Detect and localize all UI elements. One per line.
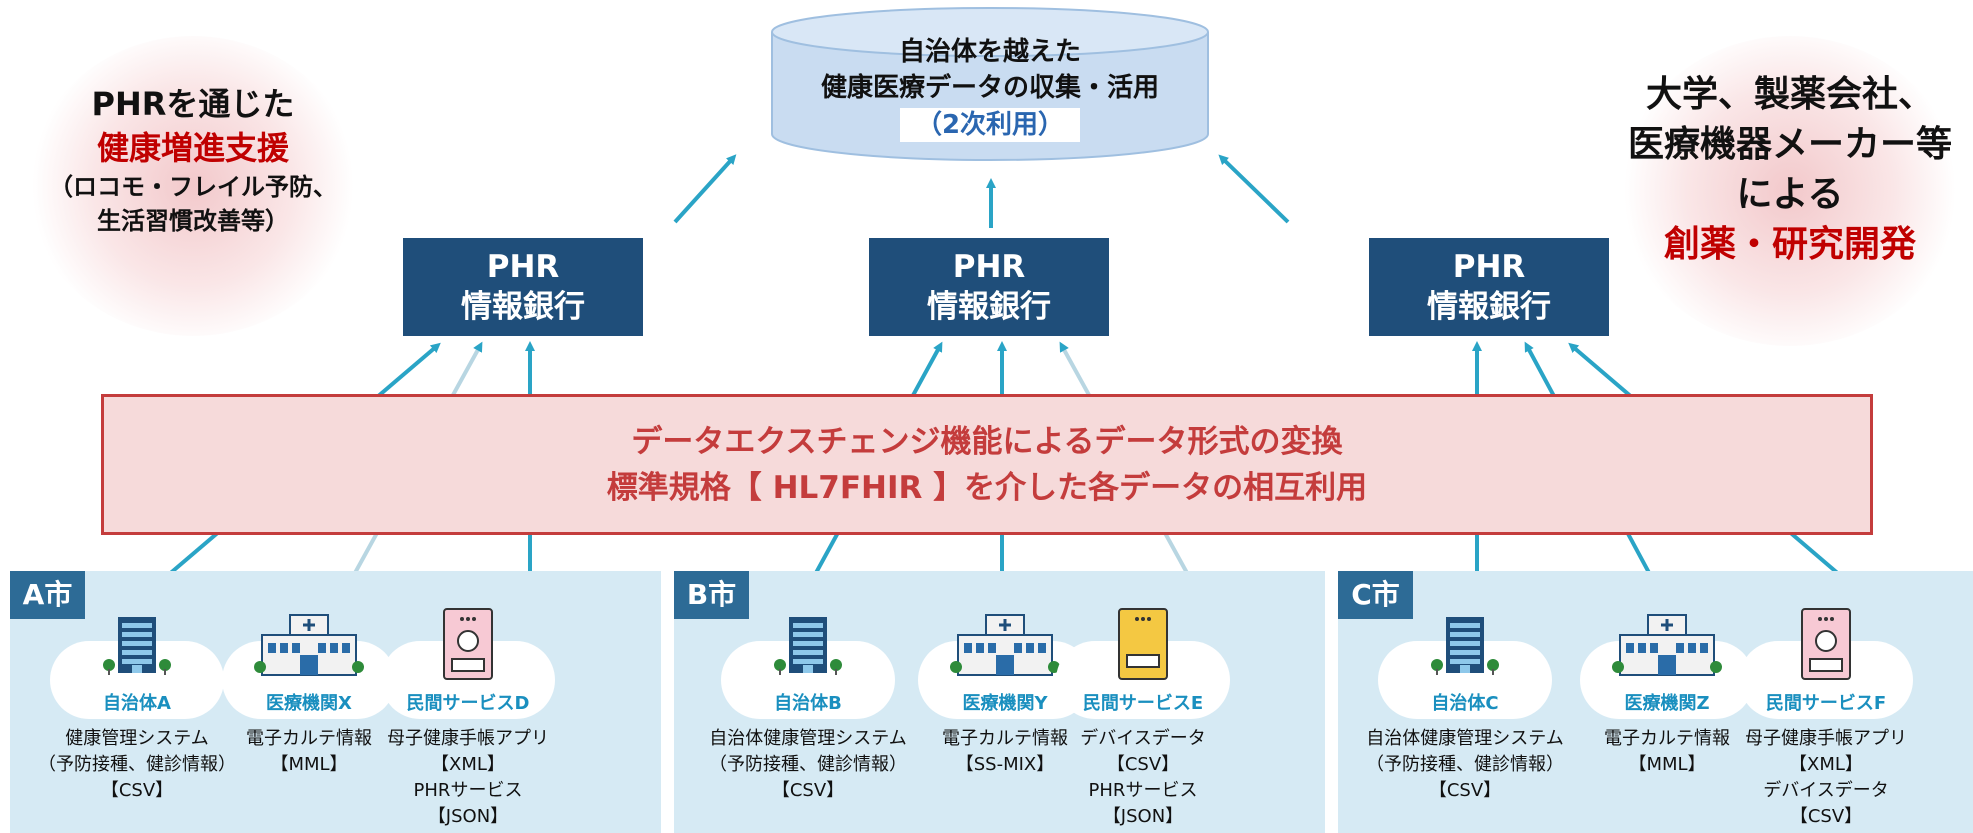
org-description-line: 母子健康手帳アプリ [387, 728, 549, 749]
org-description-line: デバイスデータ [1080, 728, 1206, 749]
org-description: 電子カルテ情報【SS-MIX】 [900, 726, 1110, 778]
org-description-line: 電子カルテ情報 [1604, 728, 1730, 749]
health-promotion-line4: 生活習慣改善等） [97, 207, 289, 235]
org-name: 自治体C [1431, 693, 1499, 714]
upward-arrow [673, 154, 737, 224]
org-description-line: （予防接種、健診情報） [709, 754, 907, 775]
mother-child-handbook-icon [1796, 607, 1856, 687]
org-description-line: （予防接種、健診情報） [38, 754, 236, 775]
org-name: 医療機関X [266, 693, 352, 714]
health-promotion-circle [28, 36, 358, 336]
hospital-icon [1612, 611, 1722, 685]
research-development-circle [1620, 36, 1960, 346]
secondary-use-line1: 自治体を越えた [898, 37, 1081, 67]
secondary-use-label: 自治体を越えた 健康医療データの収集・活用 （2次利用） [770, 34, 1210, 143]
building-icon [773, 611, 843, 685]
org-description: 自治体健康管理システム （予防接種、健診情報） 【CSV】 [703, 726, 913, 804]
city-panel-0: A市自治体A 健康管理システム （予防接種、健診情報） 【CSV】 医療機関X 電子カルテ… [10, 571, 661, 833]
secondary-use-line3: （2次利用） [899, 108, 1081, 142]
phr-bank-a-line2: 情報銀行 [461, 289, 585, 325]
phr-bank-b-line1: PHR [952, 249, 1026, 285]
org-description-line: 【CSV】 [100, 780, 174, 801]
org-description-line: 自治体健康管理システム [1366, 728, 1564, 749]
research-line2: 医療機器メーカー等 [1627, 124, 1952, 165]
device-icon [1113, 607, 1173, 687]
org-description: 自治体健康管理システム （予防接種、健診情報） 【CSV】 [1360, 726, 1570, 804]
hospital-icon [950, 611, 1060, 685]
org-name: 医療機関Z [1624, 693, 1710, 714]
org-description-line: 健康管理システム [65, 728, 209, 749]
org-description-line: 【SS-MIX】 [955, 754, 1055, 775]
health-promotion-line1: PHRを通じた [91, 85, 295, 123]
hospital-icon [254, 611, 364, 685]
org-description-line: 母子健康手帳アプリ [1745, 728, 1907, 749]
research-line3: による [1736, 174, 1844, 215]
org-description-line: 電子カルテ情報 [942, 728, 1068, 749]
org-name: 民間サービスD [406, 693, 530, 714]
org-name: 民間サービスF [1765, 693, 1887, 714]
org-description: デバイスデータ【CSV】 PHRサービス【JSON】 [1038, 726, 1248, 830]
org-description-line: 【MML】 [1628, 754, 1706, 775]
org-description-line: PHRサービス [413, 780, 523, 801]
building-icon [102, 611, 172, 685]
org-name: 民間サービスE [1082, 693, 1204, 714]
org-description-line: 【XML】 [1789, 754, 1863, 775]
phr-bank-b-line2: 情報銀行 [927, 289, 1051, 325]
health-promotion-line2: 健康増進支援 [96, 129, 289, 167]
city-panel-2: C市自治体C 自治体健康管理システム （予防接種、健診情報） 【CSV】 医療機関Z 電子… [1338, 571, 1973, 833]
health-promotion-line3: （ロコモ・フレイル予防、 [49, 173, 337, 201]
secondary-use-line2: 健康医療データの収集・活用 [820, 73, 1159, 103]
org-description: 電子カルテ情報【MML】 [204, 726, 414, 778]
research-line1: 大学、製薬会社、 [1645, 74, 1934, 115]
org-description-line: 【XML】 [431, 754, 505, 775]
data-exchange-banner: データエクスチェンジ機能によるデータ形式の変換 標準規格【 HL7FHIR 】を… [101, 394, 1873, 535]
phr-bank-c: PHR 情報銀行 [1369, 238, 1609, 336]
phr-bank-c-line2: 情報銀行 [1427, 289, 1551, 325]
secondary-use-database [771, 7, 1209, 161]
city-tag: B市 [674, 571, 749, 619]
org-description-line: 【JSON】 [427, 806, 509, 827]
phr-bank-b: PHR 情報銀行 [869, 238, 1109, 336]
phr-bank-c-line1: PHR [1452, 249, 1526, 285]
org-description-line: 【CSV】 [771, 780, 845, 801]
org-description: 母子健康手帳アプリ【XML】デバイスデータ【CSV】 [1721, 726, 1931, 830]
phr-bank-a-line1: PHR [486, 249, 560, 285]
org-name: 自治体B [774, 693, 842, 714]
org-name: 医療機関Y [962, 693, 1048, 714]
research-line4: 創薬・研究開発 [1663, 224, 1916, 265]
city-panel-1: B市自治体B 自治体健康管理システム （予防接種、健診情報） 【CSV】 医療機関Y 電子… [674, 571, 1325, 833]
org-description: 健康管理システム （予防接種、健診情報） 【CSV】 [32, 726, 242, 804]
org-description-line: 【JSON】 [1102, 806, 1184, 827]
org-description-line: 電子カルテ情報 [246, 728, 372, 749]
org-description-line: （予防接種、健診情報） [1366, 754, 1564, 775]
data-exchange-line1: データエクスチェンジ機能によるデータ形式の変換 [631, 423, 1343, 460]
building-icon [1430, 611, 1500, 685]
org-description-line: デバイスデータ [1763, 780, 1889, 801]
org-description-line: 【CSV】 [1428, 780, 1502, 801]
org-description: 母子健康手帳アプリ【XML】 PHRサービス【JSON】 [363, 726, 573, 830]
research-development-text: 大学、製薬会社、 医療機器メーカー等 による 創薬・研究開発 [1610, 70, 1970, 270]
health-promotion-text: PHRを通じた 健康増進支援 （ロコモ・フレイル予防、 生活習慣改善等） [28, 82, 358, 238]
phr-bank-a: PHR 情報銀行 [403, 238, 643, 336]
upward-arrow [1218, 154, 1290, 224]
org-description-line: 【CSV】 [1789, 806, 1863, 827]
org-description-line: 自治体健康管理システム [709, 728, 907, 749]
org-description: 電子カルテ情報【MML】 [1562, 726, 1772, 778]
org-name: 自治体A [103, 693, 171, 714]
mother-child-handbook-icon [438, 607, 498, 687]
org-description-line: 【MML】 [270, 754, 348, 775]
data-exchange-line2: 標準規格【 HL7FHIR 】を介した各データの相互利用 [606, 469, 1368, 506]
city-tag: C市 [1338, 571, 1413, 619]
city-tag: A市 [10, 571, 85, 619]
org-description-line: 【CSV】 [1106, 754, 1180, 775]
org-description-line: PHRサービス [1088, 780, 1198, 801]
